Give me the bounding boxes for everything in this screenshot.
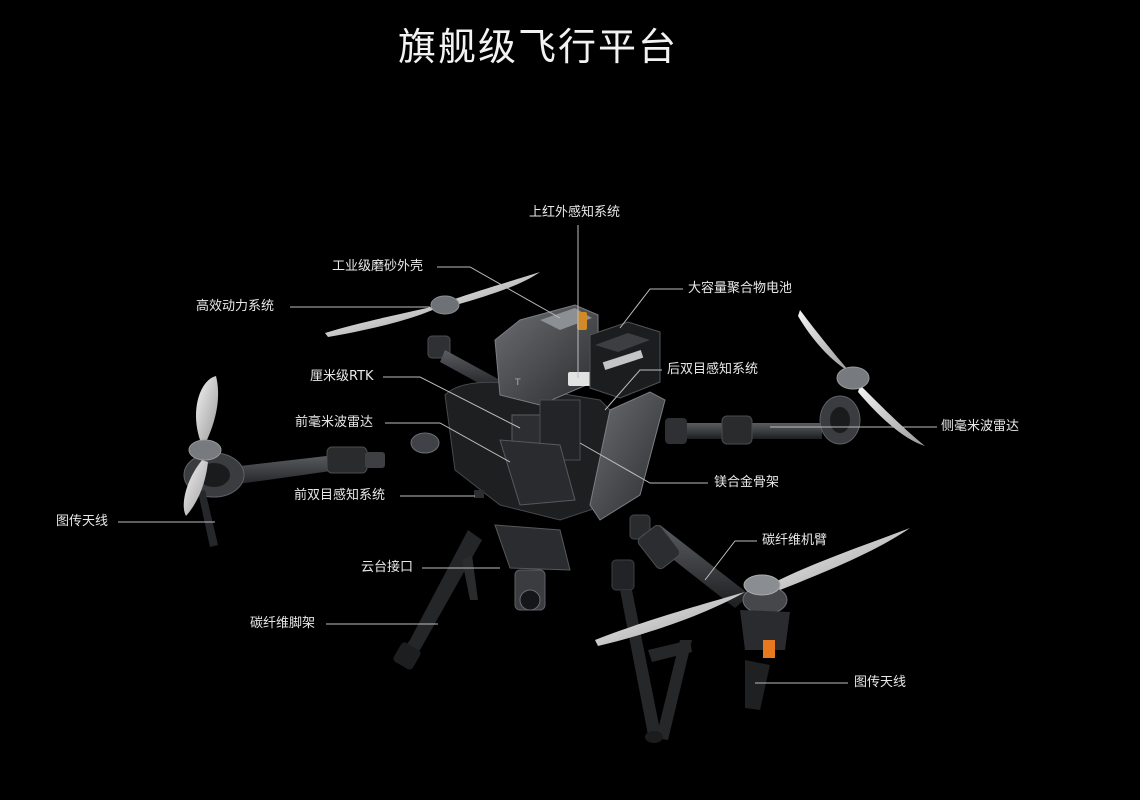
label-power-system: 高效动力系统 xyxy=(196,299,275,314)
svg-text:T: T xyxy=(514,378,521,388)
line-battery xyxy=(619,288,683,329)
bottom-right-propeller xyxy=(595,528,910,646)
label-antenna-left: 图传天线 xyxy=(56,514,109,529)
line-front-radar xyxy=(385,422,511,463)
line-rear-vision xyxy=(604,369,662,411)
label-gimbal-port: 云台接口 xyxy=(361,560,414,575)
top-left-arm xyxy=(427,335,500,392)
label-side-radar: 侧毫米波雷达 xyxy=(941,419,1020,434)
left-propeller xyxy=(183,376,222,516)
label-upper-infrared: 上红外感知系统 xyxy=(529,205,621,220)
label-rear-vision: 后双目感知系统 xyxy=(667,362,759,377)
line-frame xyxy=(579,442,708,484)
callout-lines xyxy=(118,225,937,684)
left-landing-leg xyxy=(393,530,482,670)
label-battery: 大容量聚合物电池 xyxy=(688,281,793,296)
right-arm xyxy=(665,395,861,445)
label-front-vision: 前双目感知系统 xyxy=(294,488,386,503)
label-front-radar: 前毫米波雷达 xyxy=(295,415,374,430)
top-left-propeller xyxy=(325,272,540,337)
drone-body: T xyxy=(410,304,666,611)
right-landing-leg xyxy=(611,559,692,743)
label-frame: 镁合金骨架 xyxy=(714,475,780,490)
line-industrial-shell xyxy=(437,266,561,319)
label-rtk: 厘米级RTK xyxy=(310,369,374,384)
page-title: 旗舰级飞行平台 xyxy=(397,25,678,69)
line-rtk xyxy=(383,376,521,429)
label-industrial-shell: 工业级磨砂外壳 xyxy=(332,259,424,274)
label-antenna-right: 图传天线 xyxy=(854,675,907,690)
label-carbon-arm: 碳纤维机臂 xyxy=(762,533,828,548)
line-carbon-arm xyxy=(704,540,757,581)
right-propeller xyxy=(798,310,925,446)
label-carbon-legs: 碳纤维脚架 xyxy=(250,616,316,631)
